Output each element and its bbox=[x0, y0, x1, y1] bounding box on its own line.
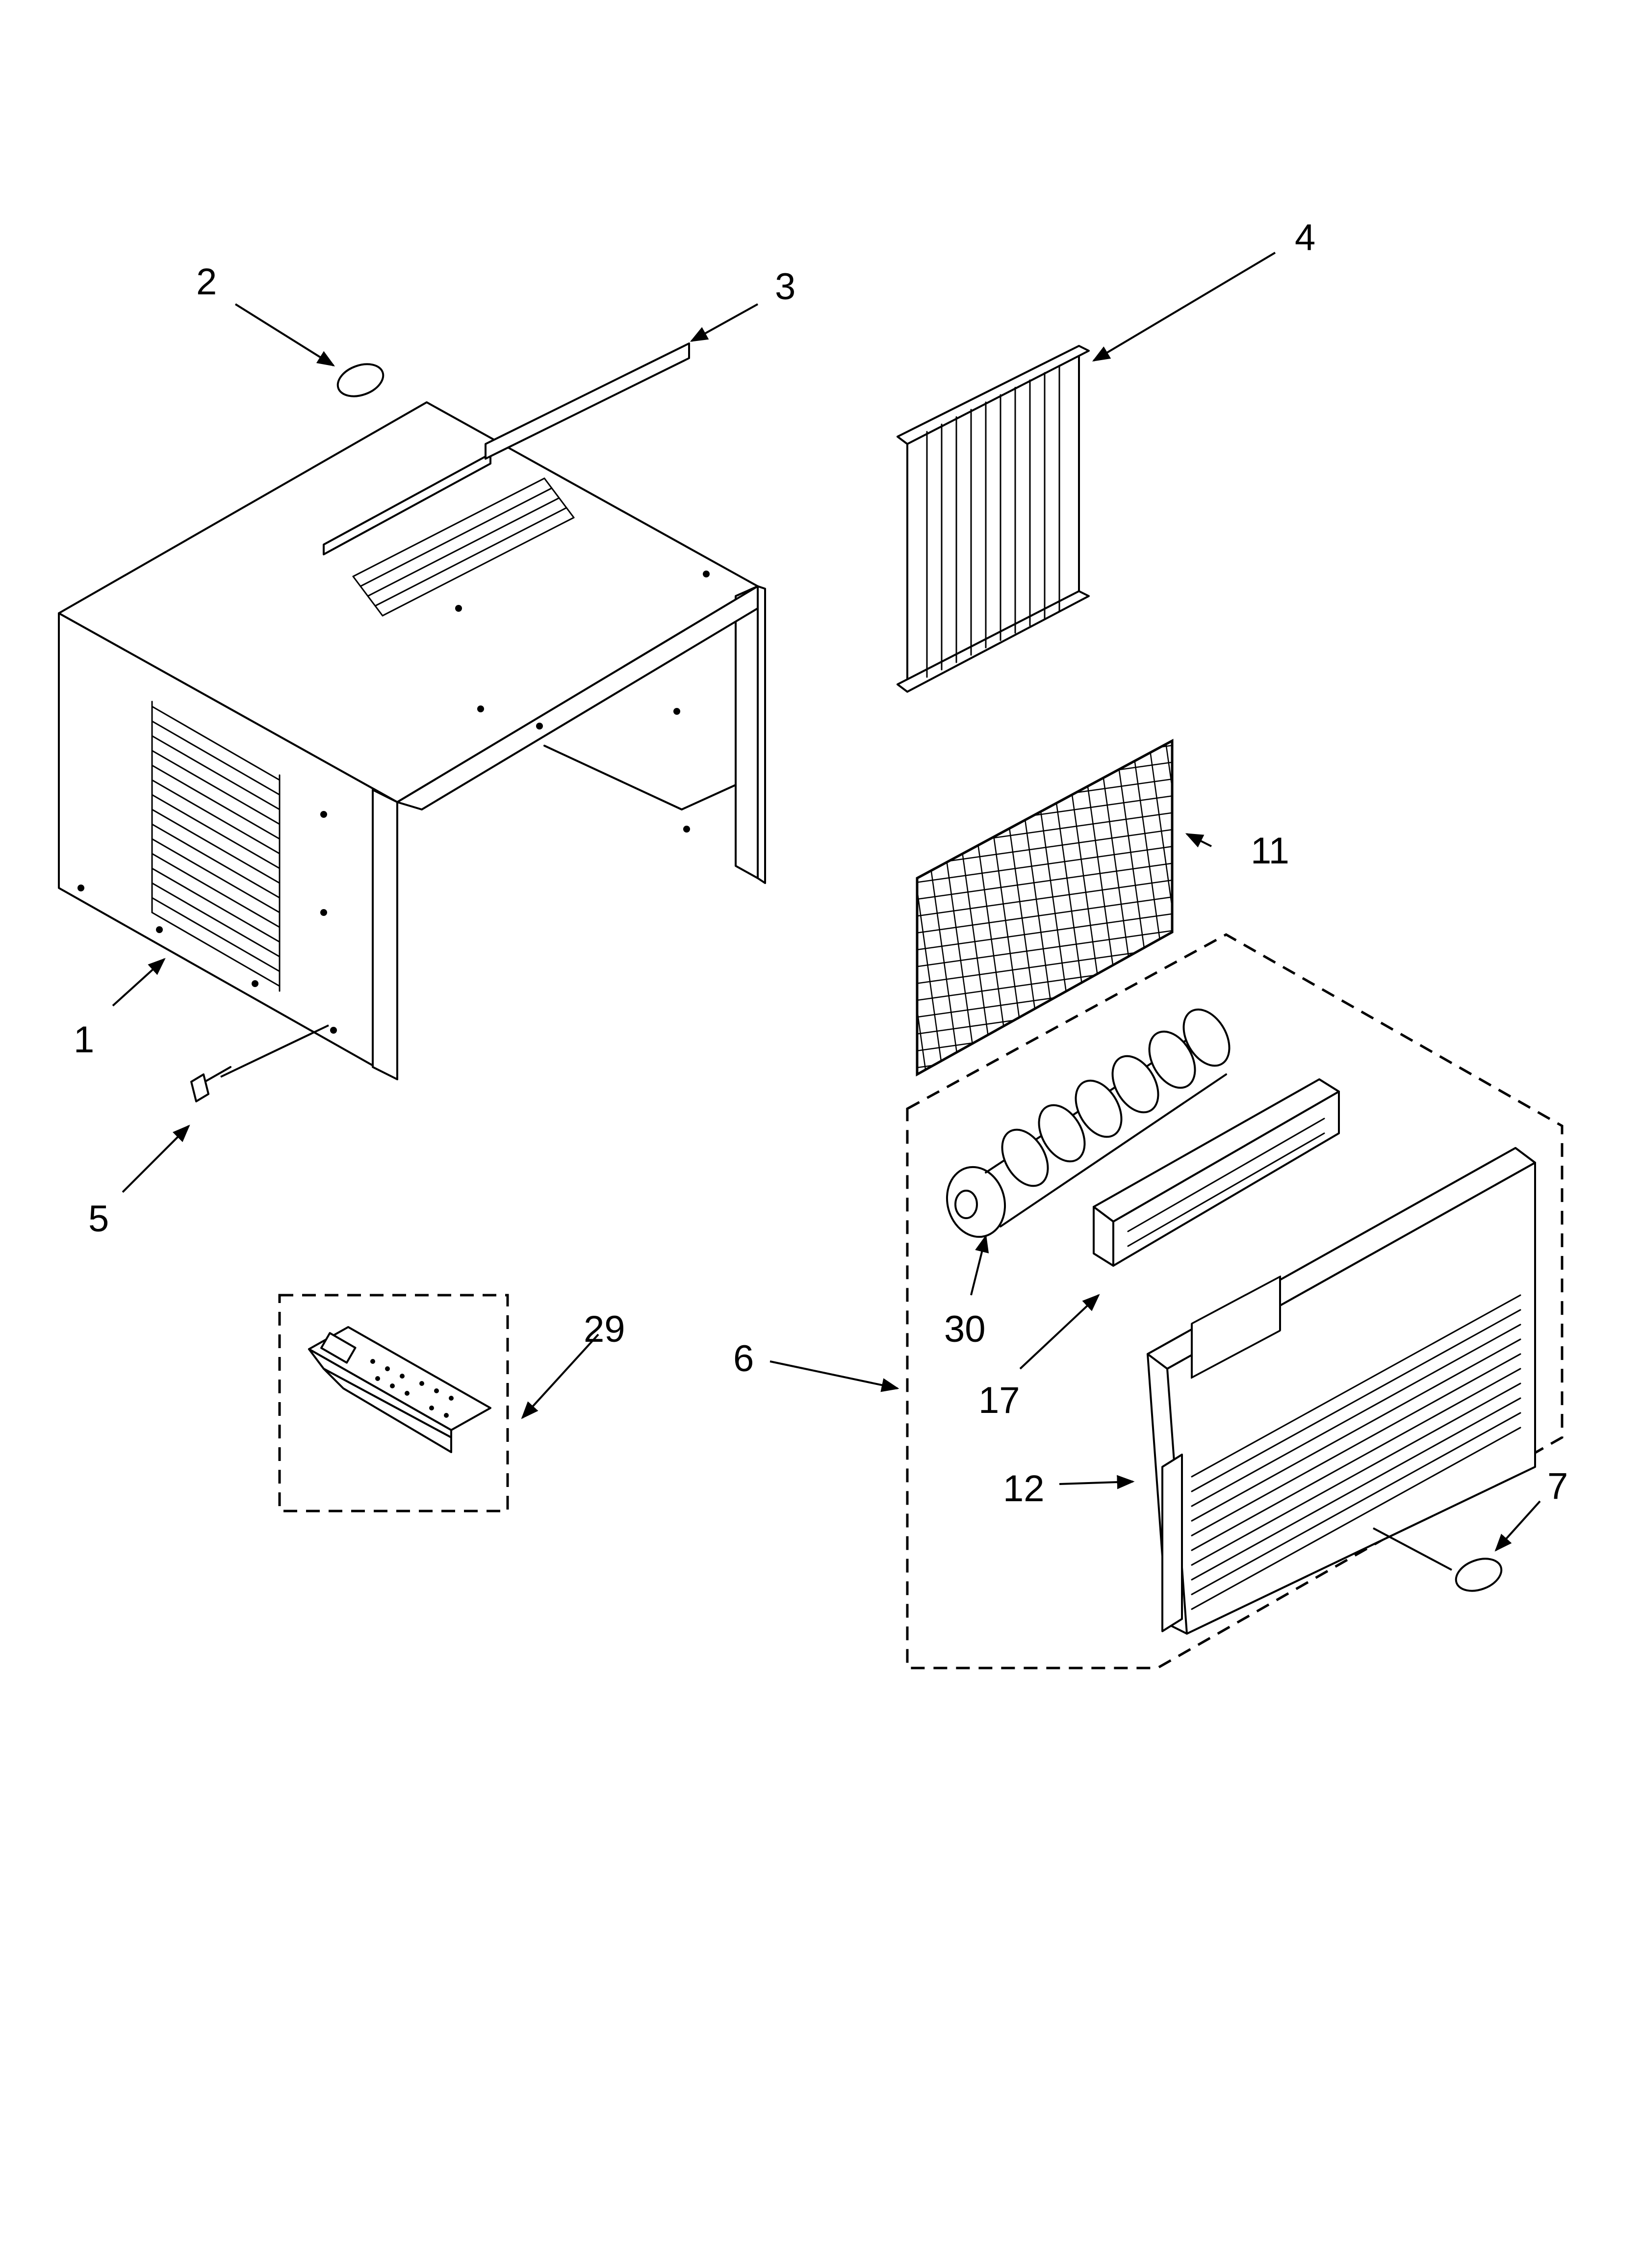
mounting-screw bbox=[190, 1066, 231, 1102]
cabinet-wrapper bbox=[58, 401, 766, 1080]
callout-5: 5 bbox=[88, 1198, 109, 1240]
callout-11: 11 bbox=[1251, 830, 1289, 872]
front-panel bbox=[1147, 1147, 1536, 1635]
front-assembly-boundary bbox=[906, 933, 1564, 1669]
label-oval-7 bbox=[1455, 1558, 1503, 1592]
top-louvers bbox=[352, 477, 575, 617]
callout-12: 12 bbox=[1003, 1468, 1045, 1510]
remote-control bbox=[308, 1326, 491, 1453]
callout-17: 17 bbox=[978, 1380, 1020, 1421]
leader-lines bbox=[112, 252, 1541, 1571]
callout-4: 4 bbox=[1295, 217, 1315, 259]
top-strip bbox=[485, 342, 690, 460]
callout-2: 2 bbox=[196, 261, 217, 303]
label-oval-2 bbox=[336, 363, 385, 397]
callout-3: 3 bbox=[775, 266, 795, 308]
side-louvers bbox=[151, 701, 281, 992]
side-curtain bbox=[897, 345, 1090, 693]
blower-wheel bbox=[946, 1008, 1231, 1238]
callout-29: 29 bbox=[584, 1308, 625, 1350]
air-louver bbox=[1093, 1078, 1340, 1267]
air-filter bbox=[916, 738, 1174, 1077]
callout-7: 7 bbox=[1547, 1465, 1568, 1507]
callout-30: 30 bbox=[944, 1308, 986, 1350]
callout-labels: 2 3 4 11 1 5 29 6 30 17 12 7 bbox=[74, 217, 1568, 1510]
callout-6: 6 bbox=[733, 1338, 754, 1380]
callout-1: 1 bbox=[74, 1019, 94, 1061]
